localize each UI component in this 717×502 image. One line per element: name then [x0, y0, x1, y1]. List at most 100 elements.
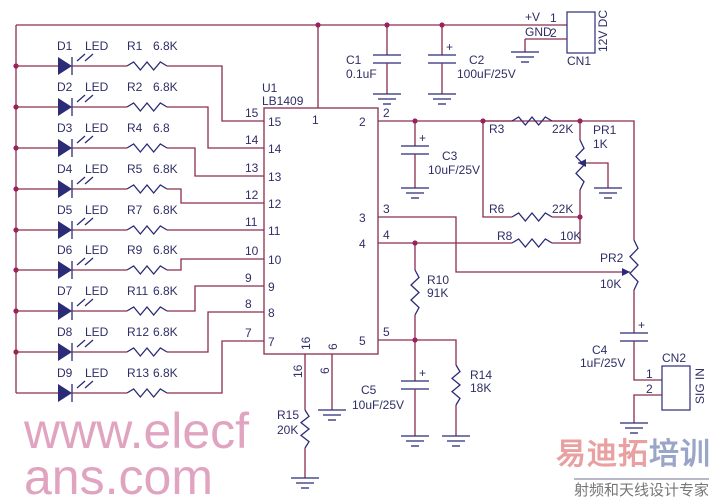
logo-part1: 易迪拓	[556, 437, 649, 472]
cn1-label: 12V DC	[596, 10, 610, 52]
c1-ref: C1	[346, 53, 362, 67]
wire	[167, 285, 264, 312]
r3-value: 22K	[552, 122, 573, 136]
resistor-ref: R11	[127, 284, 148, 298]
resistor-ref: R12	[127, 325, 149, 339]
wiper-arrow-icon	[578, 159, 586, 167]
wire	[378, 120, 635, 240]
wire	[482, 121, 512, 218]
wiper-arrow-icon	[622, 268, 630, 276]
junction-dot	[13, 63, 19, 69]
light-arrow-icon	[84, 257, 94, 266]
junction-dot	[412, 337, 418, 343]
r15-value: 20K	[277, 423, 298, 437]
pin-number-inner: 3	[359, 211, 366, 225]
pin-number-outer: 9	[245, 271, 252, 285]
resistor-value: 6.8K	[153, 162, 178, 176]
resistor-value: 6.8K	[153, 284, 178, 298]
pin-number-inner: 2	[359, 115, 366, 129]
light-arrow-icon	[84, 298, 94, 307]
pin-number-inner: 5	[359, 334, 366, 348]
wire	[378, 216, 630, 273]
polarity-plus-icon: +	[419, 131, 426, 145]
light-arrow-icon	[76, 135, 86, 144]
logo-part2: 培训	[649, 437, 711, 472]
pin-number-inner: 8	[268, 306, 275, 320]
led-ref: D7	[57, 284, 73, 298]
led-type: LED	[85, 284, 109, 298]
light-arrow-icon	[76, 53, 86, 62]
cn2-connector	[661, 365, 691, 411]
resistor-ref: R7	[127, 203, 143, 217]
resistor-icon	[126, 224, 168, 236]
led-diode-icon	[58, 343, 72, 361]
r10-value: 91K	[427, 286, 448, 300]
led-diode-icon	[58, 57, 72, 75]
light-arrow-icon	[84, 339, 94, 348]
c4-value: 1uF/25V	[580, 356, 625, 370]
led-ref: D4	[57, 162, 73, 176]
led-type: LED	[85, 39, 109, 53]
wire	[167, 340, 264, 394]
resistor-icon	[126, 183, 168, 195]
c4-ref: C4	[592, 343, 608, 357]
pin-number-outer: 11	[245, 215, 258, 229]
light-arrow-icon	[84, 380, 94, 389]
resistor-ref: R5	[127, 162, 143, 176]
r6-value: 22K	[552, 202, 573, 216]
r3-resistor	[511, 115, 553, 127]
pin-number-outer: 6	[318, 367, 332, 374]
led-type: LED	[85, 325, 109, 339]
cn2-pin1: 1	[646, 367, 653, 381]
pin-number-inner: 15	[268, 115, 282, 129]
resistor-value: 6.8	[153, 121, 170, 135]
led-type: LED	[85, 162, 109, 176]
watermark: www.elecfans.com	[24, 403, 250, 502]
resistor-ref: R9	[127, 243, 143, 257]
pin-number-outer: 7	[245, 326, 252, 340]
pin-number-inner: 9	[268, 280, 275, 294]
pin-number-outer: 10	[245, 244, 259, 258]
cn2-ref: CN2	[662, 351, 686, 365]
pin-number-outer: 15	[245, 106, 259, 120]
cn2-label: SIG IN	[693, 368, 707, 404]
pin-number-inner: 14	[268, 142, 282, 156]
c2-ref: C2	[469, 53, 485, 67]
led-ref: D1	[57, 39, 73, 53]
led-ref: D2	[57, 80, 73, 94]
r14-value: 18K	[470, 381, 491, 395]
pin-number-inner: 4	[359, 237, 366, 251]
wire	[167, 258, 264, 271]
c2-value: 100uF/25V	[457, 67, 516, 81]
led-diode-icon	[58, 98, 72, 116]
cn1-connector	[566, 11, 596, 54]
ic-body	[263, 107, 379, 355]
r8-ref: R8	[497, 229, 513, 243]
resistor-value: 6.8K	[153, 203, 178, 217]
vplus-label: +V	[525, 10, 540, 24]
light-arrow-icon	[76, 217, 86, 226]
logo: 易迪拓培训	[556, 438, 711, 472]
pin-number-inner: 6	[326, 343, 340, 350]
pin-number-outer: 4	[383, 228, 390, 242]
r10-ref: R10	[427, 273, 449, 287]
resistor-icon	[126, 305, 168, 317]
wire	[578, 162, 609, 188]
led-type: LED	[85, 366, 109, 380]
resistor-value: 6.8K	[153, 39, 178, 53]
pin-number-inner: 12	[268, 197, 282, 211]
pin-number-outer: 5	[383, 325, 390, 339]
led-diode-icon	[58, 302, 72, 320]
pr1-value: 1K	[593, 137, 608, 151]
polarity-plus-icon: +	[446, 40, 453, 54]
wire	[167, 65, 264, 122]
resistor-icon	[126, 142, 168, 154]
pin-number-inner: 10	[268, 253, 282, 267]
r6-resistor	[511, 211, 553, 223]
junction-dot	[13, 349, 19, 355]
pin-number-outer: 3	[383, 202, 390, 216]
pin-number-outer: 14	[245, 133, 259, 147]
light-arrow-icon	[84, 176, 94, 185]
wire	[378, 339, 457, 365]
wire	[552, 190, 581, 244]
